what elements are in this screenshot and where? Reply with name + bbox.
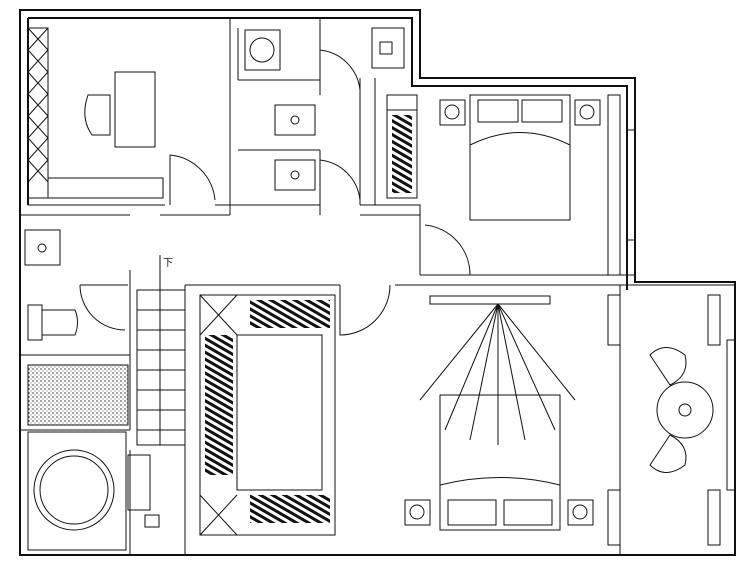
utility-boxes (127, 454, 160, 528)
sinks (24, 27, 405, 266)
toilet (27, 304, 78, 341)
desk (84, 71, 156, 148)
bed-bottom (439, 394, 561, 531)
ceiling-light (419, 295, 576, 445)
bathtub (27, 431, 127, 551)
shower-floor (27, 364, 129, 426)
doors (79, 49, 471, 336)
stair-direction-label: 下 (163, 258, 173, 269)
wardrobe-bottom (199, 294, 336, 536)
staircase: 下 (136, 255, 186, 446)
balcony-table-set (649, 347, 714, 473)
wardrobe-top (386, 94, 418, 199)
washing-machine (244, 29, 281, 71)
windows (607, 94, 736, 546)
bookshelf (27, 27, 164, 199)
nightstands (404, 99, 601, 526)
exterior-walls (19, 9, 736, 556)
bed-top (469, 94, 571, 221)
